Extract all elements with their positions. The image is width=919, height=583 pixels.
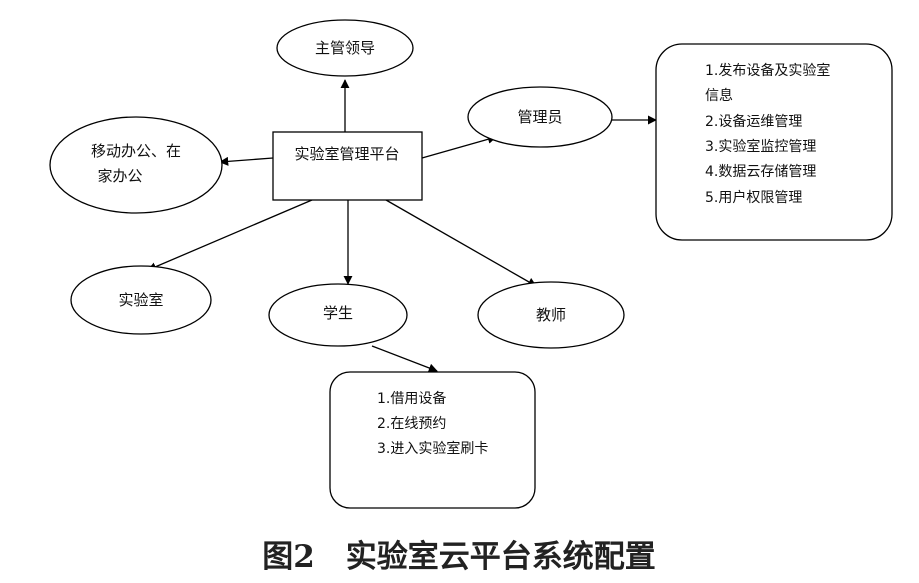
node-mobile-label-line1: 移动办公、在	[91, 142, 181, 160]
node-student: 学生	[268, 283, 408, 347]
edge-platform-to-teacher	[385, 199, 537, 287]
node-platform: 实验室管理平台	[272, 131, 423, 201]
admin-function-item: 4.数据云存储管理	[705, 164, 816, 180]
admin-function-item: 3.实验室监控管理	[705, 138, 816, 155]
student-function-item: 2.在线预约	[377, 416, 446, 432]
node-lab: 实验室	[70, 265, 212, 335]
node-leader: 主管领导	[276, 19, 414, 77]
admin-function-item: 5.用户权限管理	[705, 189, 802, 206]
edge-student-to-functions	[371, 345, 438, 373]
figure-caption: 图2 实验室云平台系统配置	[262, 539, 656, 575]
node-platform-label: 实验室管理平台	[294, 145, 399, 163]
node-mobile-label-line2: 家办公	[97, 167, 142, 185]
node-mobile-office: 移动办公、在 家办公	[49, 116, 223, 214]
edge-platform-to-mobile	[219, 156, 274, 166]
admin-function-item: 信息	[705, 87, 733, 104]
edge-platform-to-admin	[421, 134, 497, 159]
node-leader-label: 主管领导	[315, 39, 375, 57]
node-admin: 管理员	[467, 86, 613, 148]
admin-function-item: 1.发布设备及实验室	[705, 62, 830, 79]
edge-platform-to-lab	[147, 199, 313, 271]
node-teacher: 教师	[477, 281, 625, 349]
student-function-item: 3.进入实验室刷卡	[377, 440, 488, 457]
node-teacher-label: 教师	[536, 306, 566, 324]
student-function-item: 1.借用设备	[377, 390, 446, 407]
student-functions-box: 1.借用设备 2.在线预约 3.进入实验室刷卡	[329, 371, 536, 509]
admin-functions-box: 1.发布设备及实验室 信息 2.设备运维管理 3.实验室监控管理 4.数据云存储…	[655, 43, 893, 241]
node-student-label: 学生	[323, 304, 353, 322]
admin-function-item: 2.设备运维管理	[705, 113, 802, 130]
node-lab-label: 实验室	[118, 291, 163, 309]
node-admin-label: 管理员	[517, 108, 562, 126]
